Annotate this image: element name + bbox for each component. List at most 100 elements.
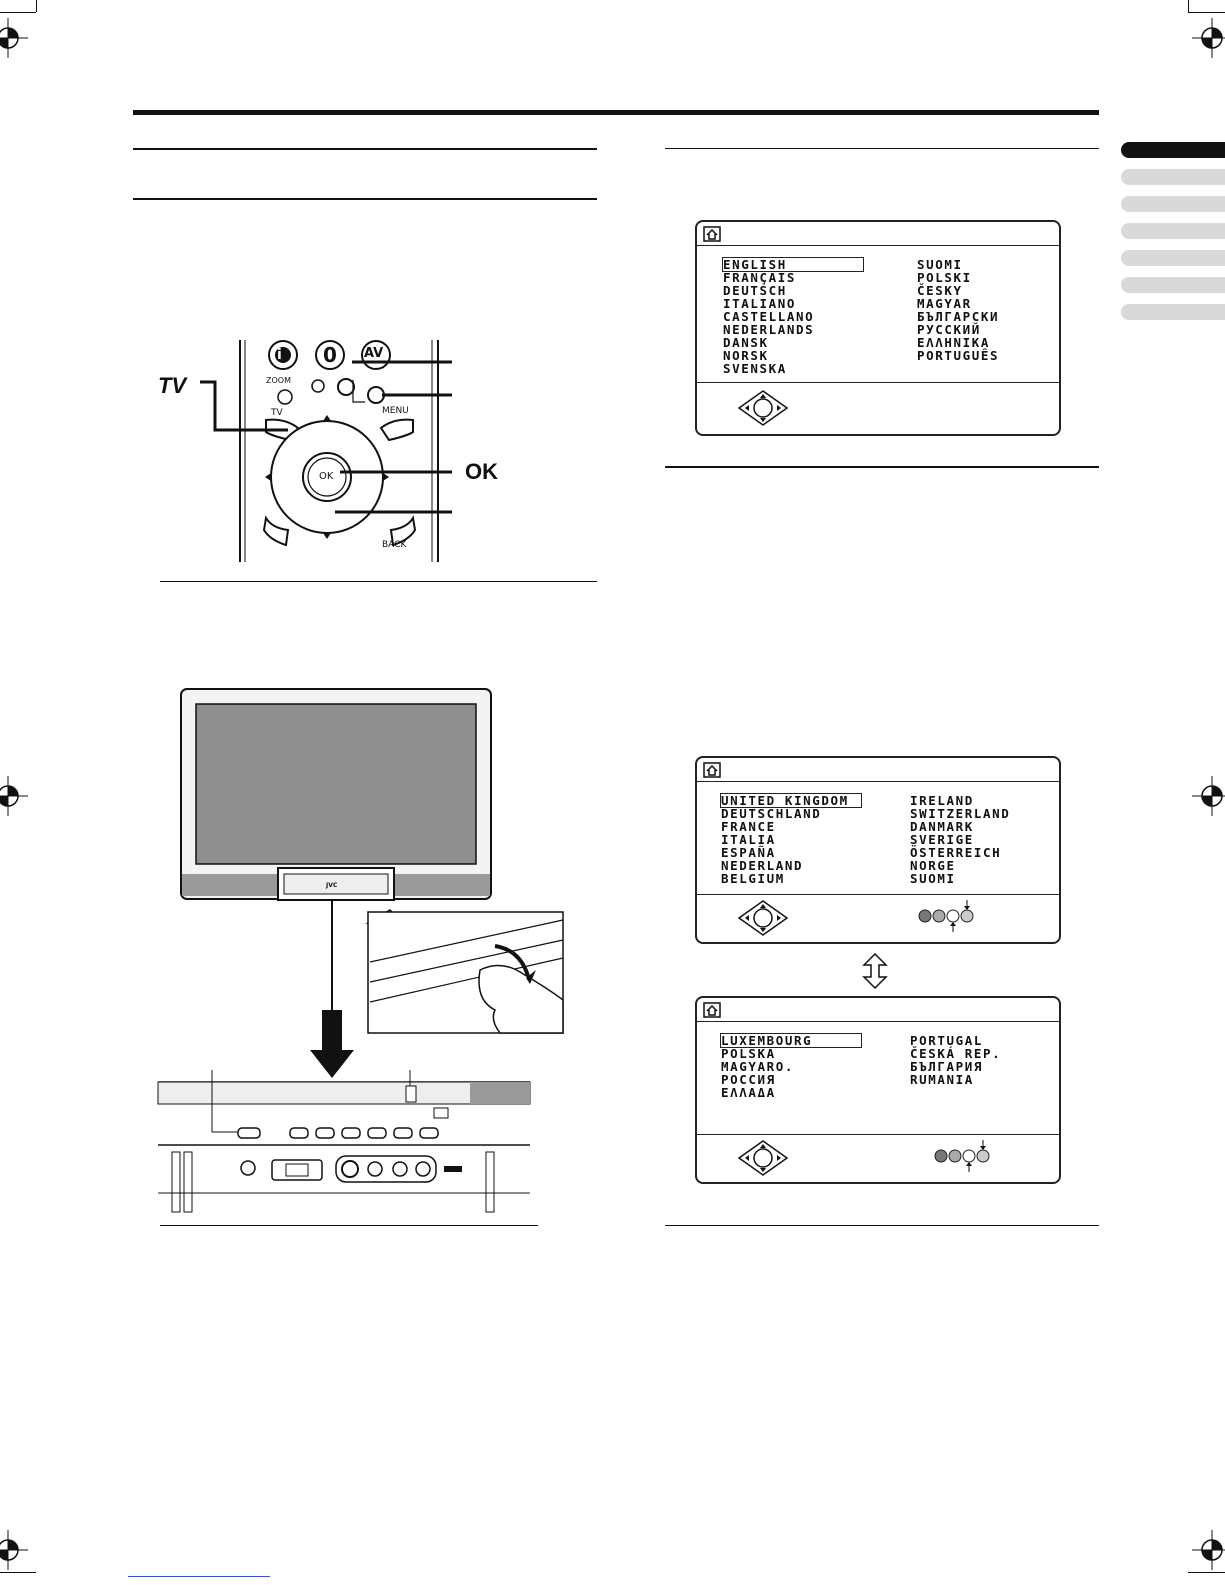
- registration-mark-top-left: [0, 18, 28, 58]
- info-button-label[interactable]: i: [277, 347, 282, 363]
- dpad-hint-icon: [737, 390, 789, 426]
- ok-button-label[interactable]: OK: [319, 471, 334, 482]
- crop-line: [1188, 0, 1189, 12]
- language-item[interactable]: PORTUGUÊS: [917, 348, 1000, 363]
- page-switch-arrow-icon: [862, 953, 888, 989]
- language-item[interactable]: CASTELLANO: [723, 309, 815, 324]
- country-list-right[interactable]: IRELAND SWITZERLAND DANMARK SVERIGE ÖSTE…: [910, 794, 1010, 885]
- country-item[interactable]: PORTUGAL: [910, 1033, 984, 1048]
- registration-mark-top-right: [1192, 18, 1225, 58]
- country-item[interactable]: RUMANIA: [910, 1072, 974, 1087]
- left-divider: [160, 581, 597, 582]
- section-tab-active: [1121, 142, 1225, 158]
- menu-home-icon: [703, 226, 721, 242]
- country-item[interactable]: IRELAND: [910, 793, 974, 808]
- page-indicator-dots: [934, 1140, 990, 1172]
- registration-mark-bottom-right: [1192, 1530, 1225, 1570]
- crop-line: [0, 12, 36, 13]
- menu-home-icon: [703, 762, 721, 778]
- tv-panel-detail: [157, 900, 564, 1213]
- language-item[interactable]: РУССКИЙ: [917, 322, 981, 337]
- country-item[interactable]: NEDERLAND: [721, 858, 804, 873]
- crop-line: [0, 1572, 36, 1573]
- country-item[interactable]: ÖSTERREICH: [910, 845, 1002, 860]
- country-item[interactable]: SUOMI: [910, 871, 956, 886]
- right-section-rule: [665, 148, 1099, 149]
- tv-front-illustration: JVC: [180, 688, 492, 902]
- left-section-rule: [133, 198, 597, 200]
- language-item-selected: ENGLISH: [722, 257, 864, 272]
- remote-control-illustration: i 0 AV ZOOM TV MENU OK BACK: [160, 340, 600, 562]
- language-item[interactable]: NORSK: [723, 348, 769, 363]
- language-item[interactable]: DANSK: [723, 335, 769, 350]
- tv-logo: JVC: [326, 882, 338, 889]
- country-list-left[interactable]: UNITED KINGDOM DEUTSCHLAND FRANCE ITALIA…: [720, 793, 862, 886]
- country-item[interactable]: SVERIGE: [910, 832, 974, 847]
- language-item[interactable]: POLSKI: [917, 270, 972, 285]
- language-list-right[interactable]: SUOMI POLSKI ČESKY MAGYAR БЪЛГАРСКИ РУСС…: [917, 258, 999, 362]
- language-item[interactable]: DEUTSCH: [723, 283, 787, 298]
- crop-line: [1188, 12, 1225, 13]
- av-button-label[interactable]: AV: [364, 346, 384, 361]
- language-item[interactable]: ITALIANO: [723, 296, 797, 311]
- country-item[interactable]: ESPAÑA: [721, 845, 776, 860]
- section-tab: [1121, 169, 1225, 185]
- country-list-right[interactable]: PORTUGAL ČESKÁ REP. БЪЛГАРИЯ RUMANIA: [910, 1034, 1001, 1086]
- country-item[interactable]: NORGE: [910, 858, 956, 873]
- dpad-hint-icon: [737, 1140, 789, 1176]
- country-item[interactable]: ČESKÁ REP.: [910, 1046, 1002, 1061]
- header-rule: [133, 110, 1099, 115]
- dpad-hint-icon: [737, 900, 789, 936]
- language-item[interactable]: ΕΛΛΗΝΙΚΑ: [917, 335, 991, 350]
- right-bottom-rule: [665, 1225, 1099, 1226]
- section-tab: [1121, 277, 1225, 293]
- country-item-selected: UNITED KINGDOM: [720, 793, 862, 808]
- crop-line: [36, 0, 37, 12]
- section-tab: [1121, 223, 1225, 239]
- menu-home-icon: [703, 1002, 721, 1018]
- back-button-label[interactable]: BACK: [382, 540, 407, 550]
- crop-line: [1188, 1572, 1225, 1573]
- language-menu-screen: ENGLISH FRANÇAIS DEUTSCH ITALIANO CASTEL…: [695, 220, 1061, 436]
- language-item[interactable]: SVENSKA: [723, 361, 787, 376]
- country-item[interactable]: BELGIUM: [721, 871, 785, 886]
- country-item[interactable]: DANMARK: [910, 819, 974, 834]
- bottom-link-line: [128, 1576, 270, 1577]
- language-item[interactable]: ČESKY: [917, 283, 963, 298]
- language-item[interactable]: БЪЛГАРСКИ: [917, 309, 1000, 324]
- country-item[interactable]: БЪЛГАРИЯ: [910, 1059, 984, 1074]
- country-item[interactable]: DEUTSCHLAND: [721, 806, 822, 821]
- language-item[interactable]: SUOMI: [917, 257, 963, 272]
- tv-label: TV: [158, 373, 187, 398]
- country-item[interactable]: POLSKA: [721, 1046, 776, 1061]
- registration-mark-mid-right: [1192, 776, 1225, 816]
- language-list-left[interactable]: ENGLISH FRANÇAIS DEUTSCH ITALIANO CASTEL…: [722, 257, 864, 376]
- country-item-selected: LUXEMBOURG: [720, 1033, 862, 1048]
- language-item[interactable]: MAGYAR: [917, 296, 972, 311]
- registration-mark-bottom-left: [0, 1530, 28, 1570]
- country-item[interactable]: ΕΛΛΑΔΑ: [721, 1085, 776, 1100]
- ok-label: OK: [465, 459, 498, 484]
- tv-button-label[interactable]: TV: [271, 408, 283, 418]
- country-menu-screen-1: UNITED KINGDOM DEUTSCHLAND FRANCE ITALIA…: [695, 756, 1061, 944]
- language-item[interactable]: NEDERLANDS: [723, 322, 815, 337]
- country-menu-screen-2: LUXEMBOURG POLSKA MAGYARO. РОССИЯ ΕΛΛΑΔΑ…: [695, 996, 1061, 1184]
- registration-mark-mid-left: [0, 776, 28, 816]
- country-item[interactable]: FRANCE: [721, 819, 776, 834]
- right-section-rule: [665, 466, 1099, 468]
- country-list-left[interactable]: LUXEMBOURG POLSKA MAGYARO. РОССИЯ ΕΛΛΑΔΑ: [720, 1033, 862, 1100]
- section-tab: [1121, 304, 1225, 320]
- country-item[interactable]: SWITZERLAND: [910, 806, 1011, 821]
- language-item[interactable]: FRANÇAIS: [723, 270, 797, 285]
- section-tab: [1121, 196, 1225, 212]
- zero-button-label[interactable]: 0: [323, 343, 337, 367]
- country-item[interactable]: ITALIA: [721, 832, 776, 847]
- page-indicator-dots: [918, 900, 974, 932]
- country-item[interactable]: MAGYARO.: [721, 1059, 795, 1074]
- left-section-rule: [133, 148, 597, 150]
- section-tab: [1121, 250, 1225, 266]
- left-bottom-rule: [160, 1225, 538, 1226]
- menu-button-label[interactable]: MENU: [382, 406, 409, 416]
- country-item[interactable]: РОССИЯ: [721, 1072, 776, 1087]
- zoom-button-label[interactable]: ZOOM: [266, 376, 291, 385]
